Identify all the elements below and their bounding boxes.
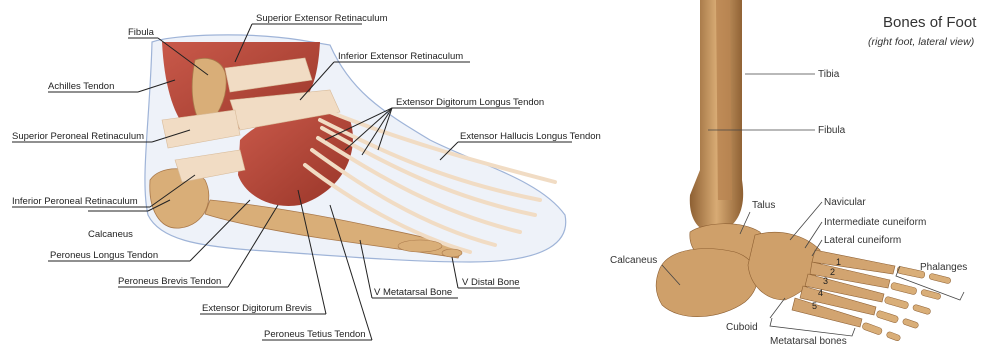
metatarsal-number-1: 1 xyxy=(836,257,841,267)
label-inferior-extensor-retinaculum: Inferior Extensor Retinaculum xyxy=(338,51,463,62)
label-calcaneus-right: Calcaneus xyxy=(610,255,657,266)
label-intermediate-cuneiform: Intermediate cuneiform xyxy=(824,217,926,228)
label-talus: Talus xyxy=(752,200,775,211)
label-fibula: Fibula xyxy=(128,27,155,38)
metatarsal-number-4: 4 xyxy=(818,288,823,298)
label-peroneus-longus-tendon: Peroneus Longus Tendon xyxy=(50,250,158,261)
label-superior-extensor-retinaculum: Superior Extensor Retinaculum xyxy=(256,13,388,24)
metatarsal-number-2: 2 xyxy=(830,267,835,277)
label-extensor-digitorum-brevis: Extensor Digitorum Brevis xyxy=(202,303,312,314)
label-cuboid: Cuboid xyxy=(726,322,758,333)
calcaneus-bone-right xyxy=(656,249,757,317)
metatarsal-number-5: 5 xyxy=(812,301,817,311)
label-superior-peroneal-retinaculum: Superior Peroneal Retinaculum xyxy=(12,131,144,142)
label-lateral-cuneiform: Lateral cuneiform xyxy=(824,235,901,246)
left-foot-illustration: Superior Extensor Retinaculum Fibula Inf… xyxy=(12,13,601,340)
right-foot-illustration: Bones of Foot (right foot, lateral view)… xyxy=(610,0,977,346)
metatarsal-number-3: 3 xyxy=(823,276,828,286)
label-navicular: Navicular xyxy=(824,197,866,208)
label-peroneus-brevis-tendon: Peroneus Brevis Tendon xyxy=(118,276,221,287)
label-extensor-digitorum-longus-tendon: Extensor Digitorum Longus Tendon xyxy=(396,97,544,108)
label-fibula-right: Fibula xyxy=(818,125,846,136)
label-extensor-hallucis-longus-tendon: Extensor Hallucis Longus Tendon xyxy=(460,131,601,142)
label-peroneus-tetius-tendon: Peroneus Tetius Tendon xyxy=(264,329,366,340)
label-calcaneus: Calcaneus xyxy=(88,229,133,240)
label-metatarsal-bones: Metatarsal bones xyxy=(770,336,847,346)
title: Bones of Foot xyxy=(883,14,977,31)
fibula-bone-right xyxy=(716,0,732,200)
label-tibia: Tibia xyxy=(818,69,840,80)
label-v-metatarsal-bone: V Metatarsal Bone xyxy=(374,287,452,298)
label-achilles-tendon: Achilles Tendon xyxy=(48,81,114,92)
label-v-distal-bone: V Distal Bone xyxy=(462,277,520,288)
label-inferior-peroneal-retinaculum: Inferior Peroneal Retinaculum xyxy=(12,196,138,207)
label-phalanges: Phalanges xyxy=(920,262,967,273)
subtitle: (right foot, lateral view) xyxy=(868,36,974,48)
